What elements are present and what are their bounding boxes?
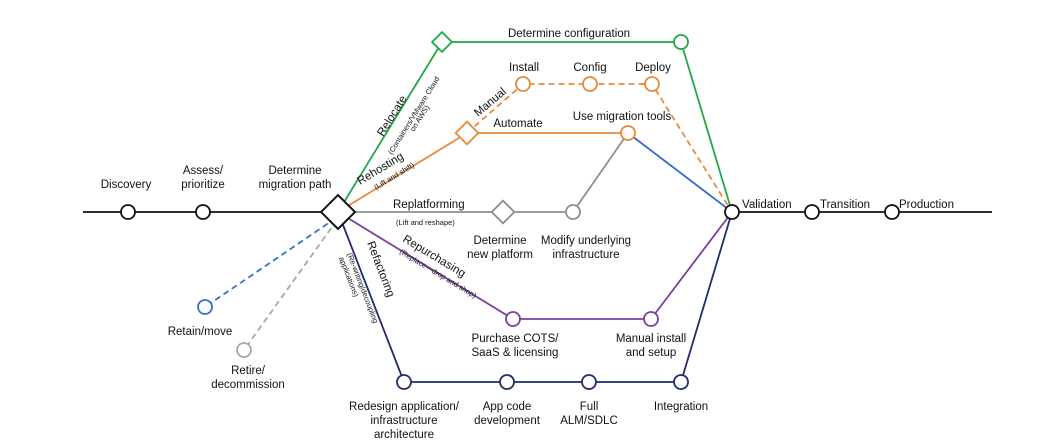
manual-label: Manual [472,86,509,119]
relocate-path [337,41,733,213]
determine-config-node [673,34,689,50]
integration-label: Integration [654,401,708,413]
production-node [884,204,900,220]
manual-install-node [643,311,659,327]
purchase-cots-node [505,311,521,327]
rehost-path [337,132,468,213]
install-label: Install [509,62,539,74]
app-code-label-line1: App code [483,401,532,413]
manual-install-label-line2: and setup [626,347,677,359]
discovery-label: Discovery [101,179,152,191]
determine-platform-label-line2: new platform [467,249,533,261]
replatforming-strategy-label: Replatforming [393,199,465,211]
app-code-label-line2: development [474,415,541,427]
assess-node [195,204,211,220]
retain-path [204,217,337,308]
transition-node [804,204,820,220]
replatforming-sub-label: (Lift and reshape) [396,218,455,227]
determine-config-label: Determine configuration [508,28,630,40]
determine-path-decision [319,193,357,231]
alm-label-line1: Full [580,401,599,413]
assess-label-line1: Assess/ [183,165,224,177]
manual-install-label-line1: Manual install [616,333,686,345]
automate-label: Automate [493,118,542,130]
deploy-node [644,76,660,92]
determine-label-line2: migration path [259,179,332,191]
validation-node [724,204,740,220]
retain-label: Retain/move [168,326,233,338]
retain-node [197,299,213,315]
purchase-cots-label-line2: SaaS & licensing [472,347,559,359]
tools-to-validation-line [627,132,733,213]
retire-path [243,219,338,351]
redesign-label-line1: Redesign application/ [349,401,460,413]
rehost-manual-path [466,83,733,213]
integration-node [673,374,689,390]
refactor-path [337,211,733,383]
config-label: Config [573,62,606,74]
transition-label: Transition [820,199,870,211]
modify-infra-node [565,204,581,220]
redesign-label-line2: infrastructure [370,415,437,427]
install-node [515,76,531,92]
modify-infra-label-line1: Modify underlying [541,235,631,247]
retire-node [236,342,252,358]
determine-label-line1: Determine [268,165,321,177]
replatform-decision [490,199,516,225]
determine-platform-label-line1: Determine [473,235,526,247]
purchase-cots-label-line1: Purchase COTS/ [472,333,560,345]
retire-label-line1: Retire/ [231,365,266,377]
retire-label-line2: decommission [211,379,285,391]
repurchase-path [337,211,733,320]
alm-label-line2: ALM/SDLC [560,415,618,427]
config-node [582,76,598,92]
alm-node [581,374,597,390]
relocate-decision [430,30,454,54]
assess-label-line2: prioritize [181,179,224,191]
migration-tools-node [620,125,636,141]
production-label: Production [899,199,954,211]
modify-infra-label-line2: infrastructure [552,249,619,261]
validation-label: Validation [742,199,792,211]
redesign-label-line3: architecture [374,429,434,441]
redesign-node [396,374,412,390]
rehost-decision [454,120,480,146]
deploy-label: Deploy [635,62,671,74]
discovery-node [120,204,136,220]
app-code-node [499,374,515,390]
migration-tools-label: Use migration tools [573,111,672,123]
